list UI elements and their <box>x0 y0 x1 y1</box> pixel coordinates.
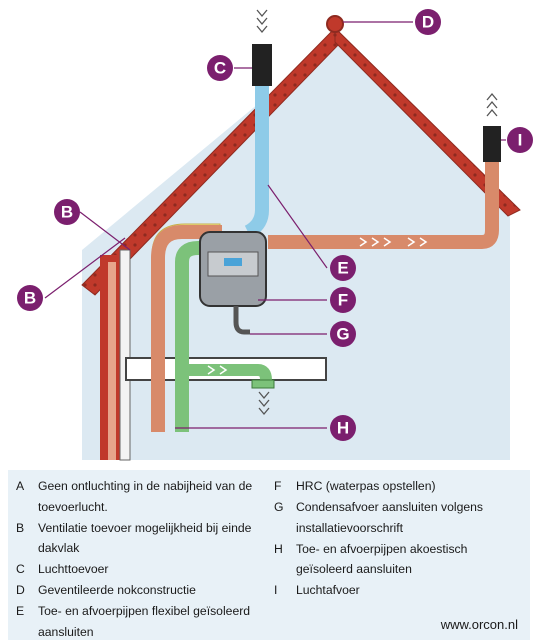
legend-key: B <box>16 520 25 535</box>
legend-key: A <box>16 479 25 493</box>
legend-text: Toe- en afvoerpijpen akoestisch geïsolee… <box>296 541 468 577</box>
legend-item-d: D Geventileerde nokconstructie <box>8 580 266 601</box>
supply-branch <box>182 364 272 381</box>
legend-text: Luchttoevoer <box>38 562 109 576</box>
svg-text:I: I <box>518 131 523 150</box>
svg-text:B: B <box>24 289 36 308</box>
intake-pipe <box>244 86 269 239</box>
intake-cap <box>252 44 272 86</box>
legend-item-i: I Luchtafvoer <box>266 580 530 601</box>
callout-c: C <box>207 55 233 81</box>
svg-text:H: H <box>337 419 349 438</box>
house-interior <box>82 40 510 460</box>
legend-text: Geen ontluchting in de nabijheid van de … <box>38 479 253 514</box>
legend-text: HRC (waterpas opstellen) <box>296 479 436 493</box>
legend-key: C <box>16 562 25 576</box>
svg-text:C: C <box>214 59 226 78</box>
legend-key: F <box>274 479 282 493</box>
ventilation-diagram: C D I B B E F G H <box>17 9 533 461</box>
legend-text: Luchtafvoer <box>296 583 360 597</box>
legend-panel: A Geen ontluchting in de nabijheid van d… <box>8 470 530 640</box>
svg-text:D: D <box>422 13 434 32</box>
supply-pipe <box>175 241 222 432</box>
leader-lines <box>44 21 506 429</box>
legend-text: Ventilatie toevoer mogelijkheid bij eind… <box>38 520 252 556</box>
callout-d: D <box>415 9 441 35</box>
callout-f: F <box>330 287 356 313</box>
callout-b-top: B <box>54 199 80 225</box>
legend-key: H <box>274 541 283 556</box>
callout-b-bottom: B <box>17 285 43 311</box>
legend-text: Toe- en afvoerpijpen flexibel geïsoleerd… <box>38 604 251 639</box>
callout-g: G <box>330 321 356 347</box>
wall-board <box>119 249 131 461</box>
legend-column-left: A Geen ontluchting in de nabijheid van d… <box>8 476 266 643</box>
condensate-drain <box>233 306 250 335</box>
svg-text:E: E <box>337 259 348 278</box>
exhaust-pipe-left <box>151 225 222 432</box>
hrc-display <box>224 258 242 266</box>
legend-key: G <box>274 500 284 514</box>
exhaust-cap <box>483 126 501 162</box>
callout-i: I <box>507 127 533 153</box>
exhaust-pipe-right <box>268 160 499 249</box>
legend-item-g: G Condensafvoer aansluiten volgens insta… <box>266 497 530 538</box>
legend-item-a: A Geen ontluchting in de nabijheid van d… <box>8 476 266 517</box>
legend-item-e: E Toe- en afvoerpijpen flexibel geïsolee… <box>8 601 266 642</box>
roof-right <box>334 26 521 217</box>
outside-arrows <box>256 9 498 416</box>
legend-text: Condensafvoer aansluiten volgens install… <box>296 500 484 535</box>
wall-inner <box>108 262 116 460</box>
svg-text:G: G <box>336 325 349 344</box>
callout-e: E <box>330 255 356 281</box>
airflow-arrows <box>207 237 428 375</box>
svg-text:F: F <box>338 291 348 310</box>
legend-item-b: B Ventilatie toevoer mogelijkheid bij ei… <box>8 518 266 559</box>
svg-text:B: B <box>61 203 73 222</box>
callout-h: H <box>330 415 356 441</box>
legend-item-h: H Toe- en afvoerpijpen akoestisch geïsol… <box>266 539 530 580</box>
legend-item-c: C Luchttoevoer <box>8 559 266 580</box>
legend-key: I <box>274 583 278 597</box>
legend-column-right: F HRC (waterpas opstellen) G Condensafvo… <box>266 476 530 601</box>
legend-key: E <box>16 604 25 618</box>
legend-text: Geventileerde nokconstructie <box>38 583 196 597</box>
ridge-vent <box>326 15 344 33</box>
legend-key: D <box>16 583 25 597</box>
legend-item-f: F HRC (waterpas opstellen) <box>266 476 530 497</box>
website-url: www.orcon.nl <box>440 617 518 632</box>
supply-diffuser <box>251 379 275 389</box>
